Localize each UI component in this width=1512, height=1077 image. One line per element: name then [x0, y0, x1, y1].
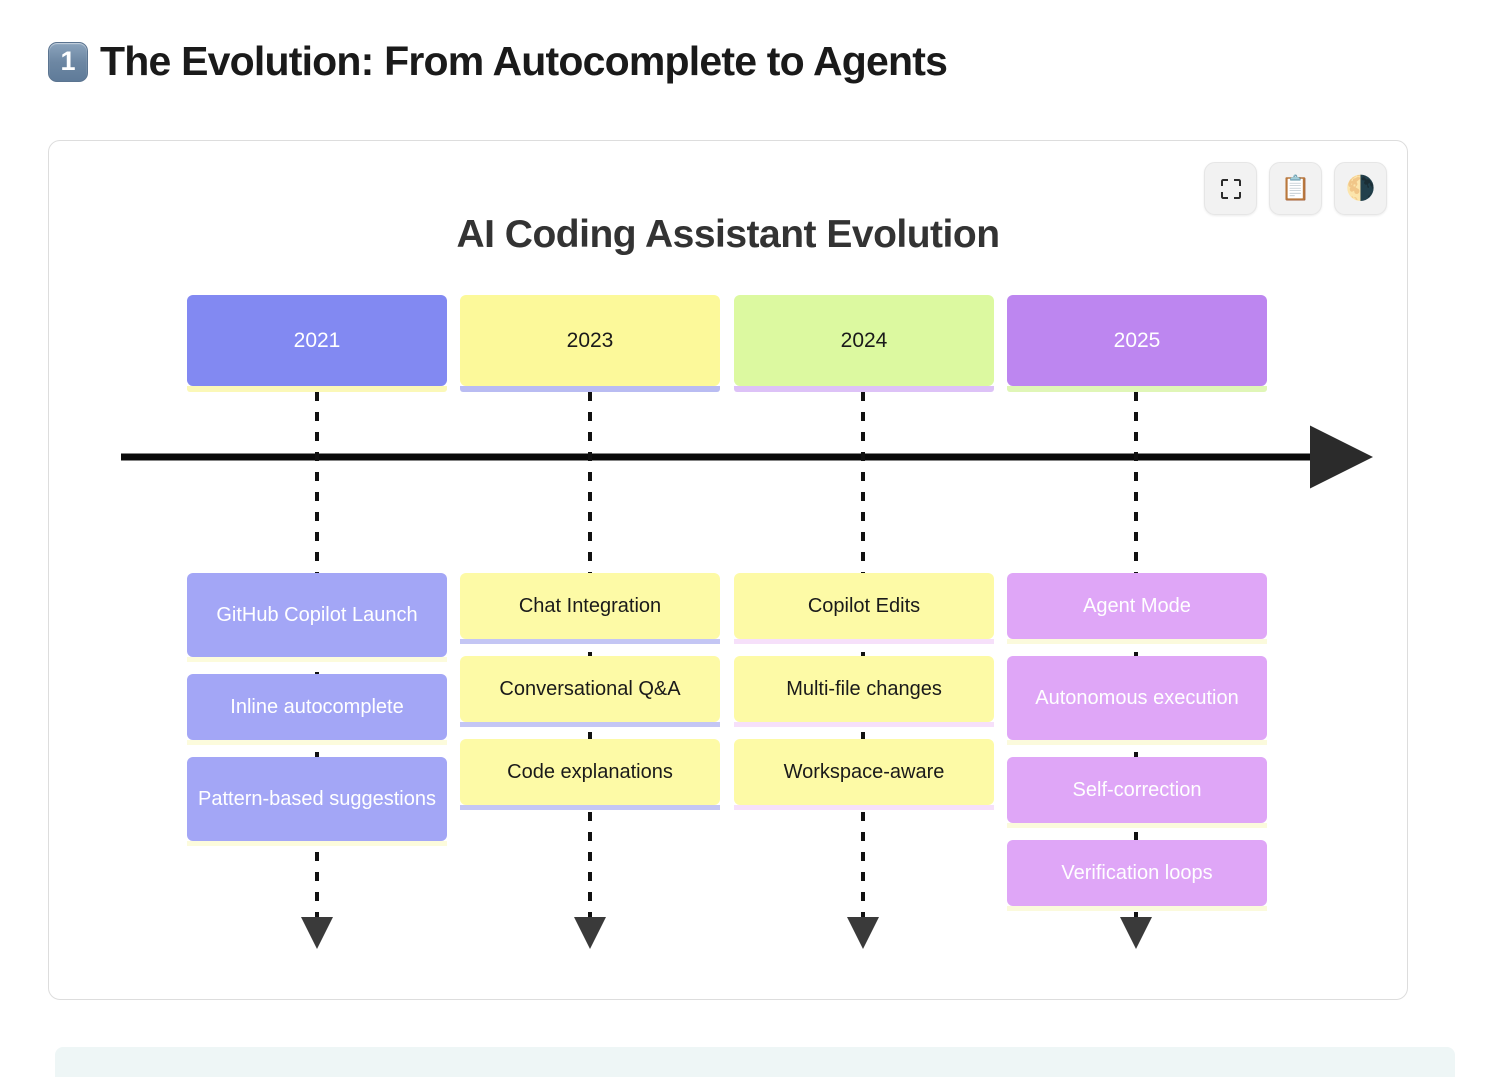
event-label: GitHub Copilot Launch [216, 603, 418, 626]
fullscreen-icon [1220, 178, 1241, 199]
event-box-shadow [1007, 740, 1267, 745]
period-head-shadow [1007, 386, 1267, 392]
event-box[interactable]: Workspace-aware [734, 739, 994, 805]
period-head-shadow [734, 386, 994, 392]
card-toolbar: 📋 🌗 [1204, 162, 1387, 215]
event-label: Multi-file changes [786, 677, 942, 700]
period-head-shadow [460, 386, 720, 392]
period-label: 2023 [566, 328, 614, 352]
event-label: Chat Integration [518, 594, 662, 617]
event-box-shadow [460, 722, 720, 727]
period-label: 2025 [1113, 328, 1161, 352]
fullscreen-button[interactable] [1204, 162, 1257, 215]
event-label: Agent Mode [1083, 594, 1191, 617]
period-head-2021[interactable]: 2021 [187, 295, 447, 386]
period-label: 2021 [293, 328, 341, 352]
event-box[interactable]: Code explanations [460, 739, 720, 805]
event-label: Code explanations [507, 760, 673, 783]
event-box-shadow [734, 805, 994, 810]
event-label: Copilot Edits [807, 594, 921, 617]
event-box-shadow [187, 657, 447, 662]
event-box[interactable]: Agent Mode [1007, 573, 1267, 639]
event-box[interactable]: Autonomous execution [1007, 656, 1267, 740]
event-label: Self-correction [1072, 778, 1202, 801]
event-box[interactable]: Inline autocomplete [187, 674, 447, 740]
event-box-shadow [1007, 906, 1267, 911]
event-box[interactable]: Chat Integration [460, 573, 720, 639]
event-label: Pattern-based suggestions [198, 787, 436, 810]
event-box[interactable]: Copilot Edits [734, 573, 994, 639]
bottom-panel [55, 1047, 1455, 1077]
event-box-shadow [460, 805, 720, 810]
event-box-shadow [187, 740, 447, 745]
keycap-one-icon: 1 [48, 41, 88, 82]
page-heading: 1 The Evolution: From Autocomplete to Ag… [48, 38, 948, 85]
event-box-shadow [187, 841, 447, 846]
chart-title: AI Coding Assistant Evolution [456, 213, 1000, 256]
event-box[interactable]: GitHub Copilot Launch [187, 573, 447, 657]
event-box[interactable]: Verification loops [1007, 840, 1267, 906]
copy-button[interactable]: 📋 [1269, 162, 1322, 215]
event-label: Conversational Q&A [499, 677, 681, 700]
period-head-shadow [187, 386, 447, 392]
event-label: Workspace-aware [783, 760, 945, 783]
event-label: Inline autocomplete [230, 695, 404, 718]
event-box-shadow [734, 722, 994, 727]
clipboard-icon: 📋 [1280, 174, 1311, 202]
diagram-card: 📋 🌗 AI Coding Assistant Evolution [48, 140, 1408, 1000]
event-box[interactable]: Conversational Q&A [460, 656, 720, 722]
period-label: 2024 [840, 328, 888, 352]
theme-toggle-button[interactable]: 🌗 [1334, 162, 1387, 215]
page-title: The Evolution: From Autocomplete to Agen… [100, 38, 948, 84]
event-box[interactable]: Self-correction [1007, 757, 1267, 823]
event-box[interactable]: Multi-file changes [734, 656, 994, 722]
half-moon-icon: 🌗 [1345, 174, 1376, 202]
period-head-2023[interactable]: 2023 [460, 295, 720, 386]
event-label: Autonomous execution [1035, 686, 1239, 709]
event-label: Verification loops [1061, 861, 1213, 884]
event-box-shadow [734, 639, 994, 644]
period-head-2024[interactable]: 2024 [734, 295, 994, 386]
event-box-shadow [1007, 639, 1267, 644]
event-box[interactable]: Pattern-based suggestions [187, 757, 447, 841]
period-head-2025[interactable]: 2025 [1007, 295, 1267, 386]
event-box-shadow [460, 639, 720, 644]
event-box-shadow [1007, 823, 1267, 828]
